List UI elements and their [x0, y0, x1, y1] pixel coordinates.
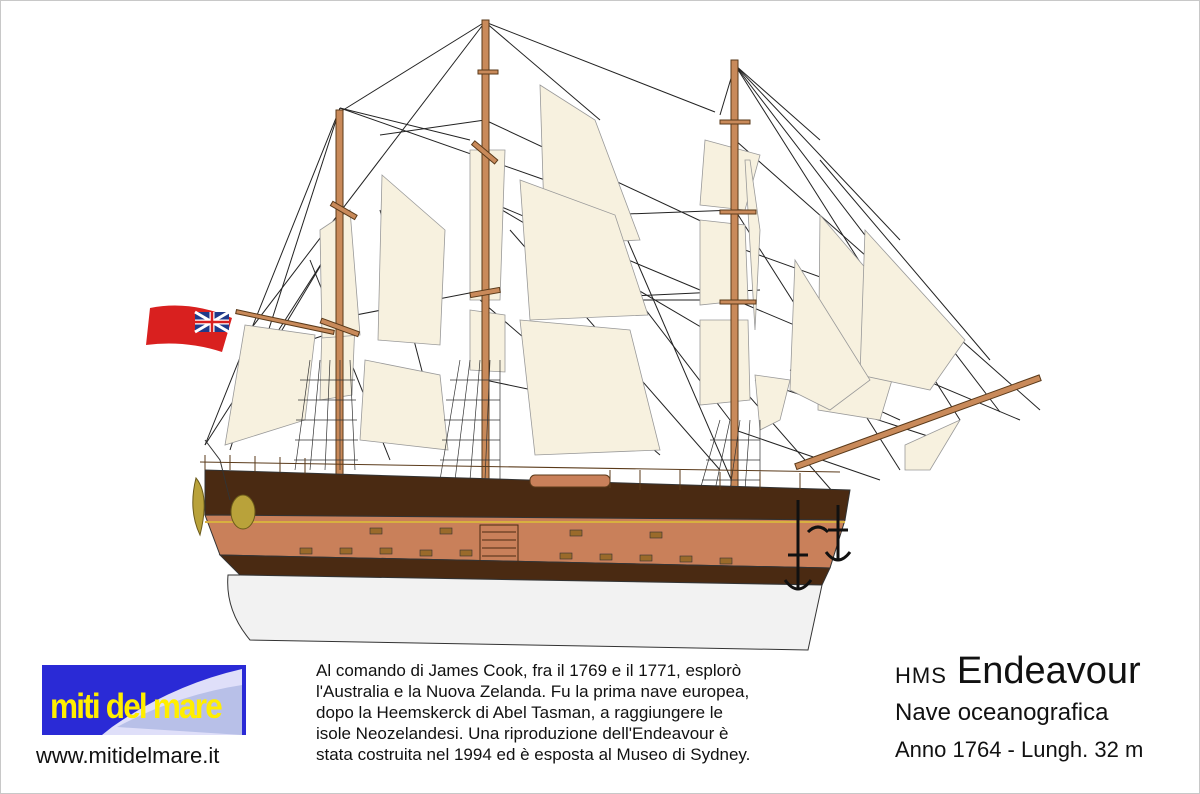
deck-details [199, 455, 841, 490]
description-line: dopo la Heemskerck di Abel Tasman, a rag… [316, 703, 723, 722]
ship-prefix: HMS [895, 663, 947, 688]
gunports [299, 527, 733, 565]
anchors [783, 500, 852, 591]
description-line: isole Neozelandesi. Una riproduzione del… [316, 724, 729, 743]
description-line: l'Australia e la Nuova Zelanda. Fu la pr… [316, 682, 750, 701]
ship-name: Endeavour [956, 650, 1141, 692]
sails [224, 84, 966, 471]
description-line: stata costruita nel 1994 ed è esposta al… [316, 745, 751, 764]
ship-description: Al comando di James Cook, fra il 1769 e … [316, 660, 856, 765]
ship-type: Nave oceanografica [895, 699, 1109, 726]
stern-ornament [192, 476, 256, 537]
description-line: Al comando di James Cook, fra il 1769 e … [316, 661, 742, 680]
red-ensign-flag [146, 305, 232, 352]
mizzen-mast [335, 109, 344, 491]
website-url[interactable]: www.mitidelmare.it [36, 743, 220, 768]
ship-name-row: HMS Endeavour [895, 650, 1195, 693]
ship-hull [204, 439, 851, 651]
shrouds [294, 359, 761, 491]
title-block: HMS Endeavour Nave oceanografica Anno 176… [895, 650, 1195, 763]
logo-text: miti del mare [50, 687, 223, 726]
logo-wing-graphic [102, 669, 242, 735]
miti-del-mare-logo: miti del mare [42, 665, 246, 735]
main-mast [481, 19, 490, 491]
ship-illustration [146, 19, 1042, 651]
ship-specs: Anno 1764 - Lungh. 32 m [895, 737, 1144, 762]
bowsprit [794, 374, 1042, 471]
